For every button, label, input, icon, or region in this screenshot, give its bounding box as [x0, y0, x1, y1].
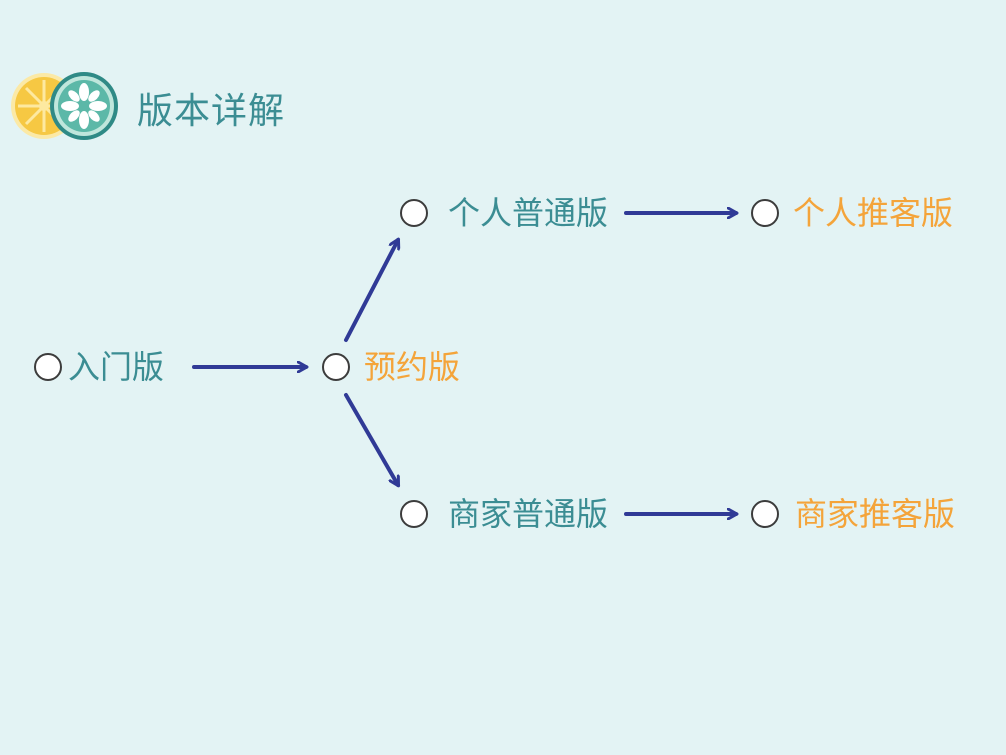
node-merchant-referral: 商家推客版 [751, 494, 955, 534]
node-personal-basic: 个人普通版 [400, 193, 608, 233]
citrus-slices-icon [10, 70, 122, 142]
node-entry: 入门版 [34, 347, 164, 387]
node-circle-icon [751, 199, 779, 227]
page-title: 版本详解 [137, 91, 286, 132]
node-circle-icon [400, 500, 428, 528]
node-booking: 预约版 [322, 347, 460, 387]
arrow-booking-to-personal [344, 240, 398, 342]
logo [10, 70, 122, 142]
node-label: 商家推客版 [795, 495, 956, 533]
node-label: 商家普通版 [448, 495, 609, 533]
node-circle-icon [400, 199, 428, 227]
node-personal-referral: 个人推客版 [751, 193, 953, 233]
node-circle-icon [322, 353, 350, 381]
node-circle-icon [34, 353, 62, 381]
node-label: 预约版 [364, 348, 461, 386]
node-merchant-basic: 商家普通版 [400, 494, 608, 534]
node-label: 个人推客版 [793, 194, 954, 232]
node-label: 个人普通版 [448, 194, 609, 232]
node-label: 入门版 [68, 348, 165, 386]
arrow-booking-to-merchant [344, 393, 398, 485]
node-circle-icon [751, 500, 779, 528]
